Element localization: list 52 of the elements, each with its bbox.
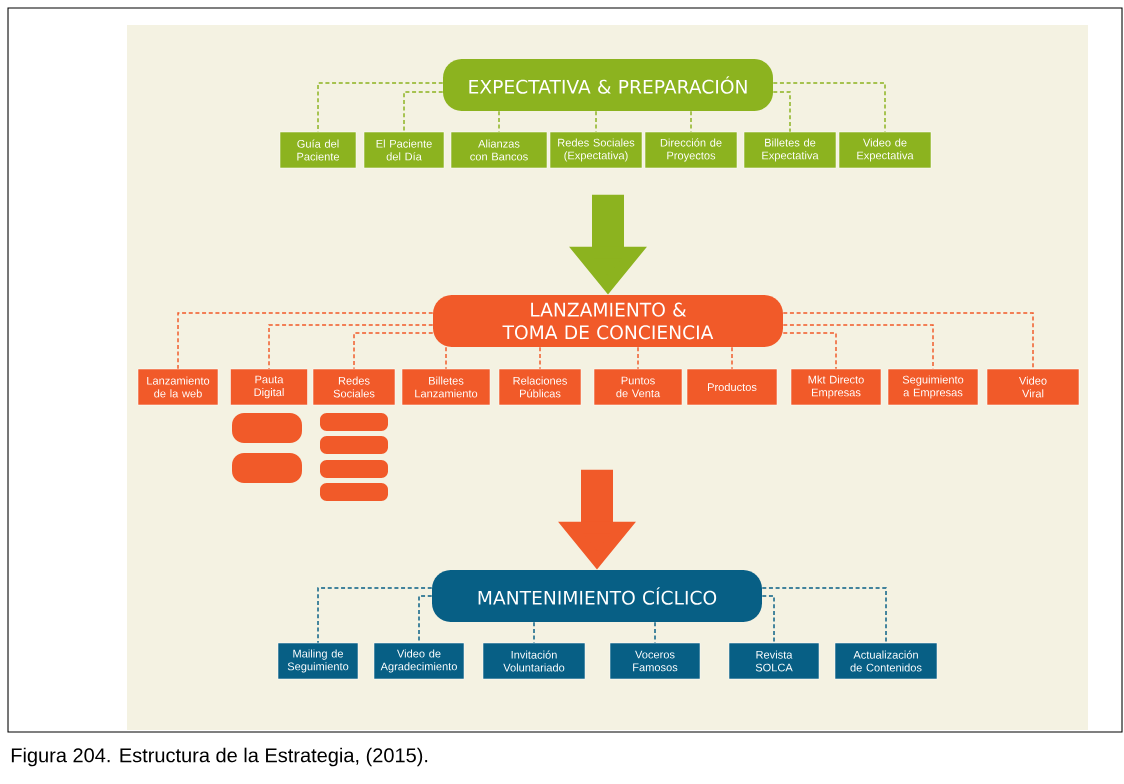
connector — [353, 332, 434, 370]
connector — [595, 110, 597, 133]
rounded-tag — [320, 436, 388, 454]
task-box: Alianzas con Bancos — [450, 131, 548, 169]
task-box: Lanzamiento de la web — [137, 368, 219, 406]
task-box: Revista SOLCA — [728, 642, 820, 680]
connector — [761, 595, 775, 644]
connector — [772, 82, 886, 133]
connector — [782, 332, 837, 370]
stage-box: LANZAMIENTO & TOMA DE CONCIENCIA — [433, 295, 783, 347]
connector — [761, 587, 887, 644]
task-box: Mkt Directo Empresas — [790, 368, 882, 406]
task-box: Puntos de Venta — [593, 368, 683, 406]
connector — [177, 312, 434, 370]
rounded-tag — [320, 413, 388, 431]
task-box: Billetes de Expectativa — [743, 131, 837, 169]
connector — [317, 587, 433, 644]
stage-box: EXPECTATIVA & PREPARACIÓN — [443, 59, 773, 111]
task-box: Pauta Digital — [230, 368, 308, 406]
stage-box: MANTENIMIENTO CÍCLICO — [432, 570, 762, 622]
connector — [418, 595, 433, 644]
caption: Figura 204. Estructura de la Estrategia, (2015). — [11, 747, 428, 767]
connector — [654, 621, 656, 644]
rounded-tag — [320, 483, 388, 501]
connector — [498, 110, 500, 133]
connector — [782, 312, 1034, 370]
connector — [268, 324, 434, 370]
connector — [637, 346, 639, 370]
task-box: Redes Sociales (Expectativa) — [549, 131, 643, 169]
task-box: Voceros Famosos — [609, 642, 701, 680]
task-box: Invitación Voluntariado — [482, 642, 586, 680]
task-box: Video de Agradecimiento — [373, 642, 465, 680]
connector — [403, 91, 444, 133]
task-box: Seguimiento a Empresas — [887, 368, 979, 406]
task-box: Productos — [686, 368, 778, 406]
task-box: Guía del Paciente — [279, 131, 357, 169]
rounded-tag — [232, 413, 302, 443]
task-box: Video Viral — [986, 368, 1080, 406]
task-box: Mailing de Seguimiento — [277, 642, 359, 680]
task-box: El Paciente del Día — [363, 131, 445, 169]
connector — [445, 346, 447, 370]
connector — [772, 91, 791, 133]
task-box: Dirección de Proyectos — [644, 131, 738, 169]
task-box: Redes Sociales — [312, 368, 396, 406]
task-box: Billetes Lanzamiento — [401, 368, 491, 406]
task-box: Relaciones Públicas — [498, 368, 582, 406]
connector — [539, 346, 541, 370]
connector — [690, 110, 692, 133]
connector — [533, 621, 535, 644]
task-box: Video de Expectativa — [838, 131, 932, 169]
task-box: Actualización de Contenidos — [834, 642, 938, 680]
connector — [731, 346, 733, 370]
